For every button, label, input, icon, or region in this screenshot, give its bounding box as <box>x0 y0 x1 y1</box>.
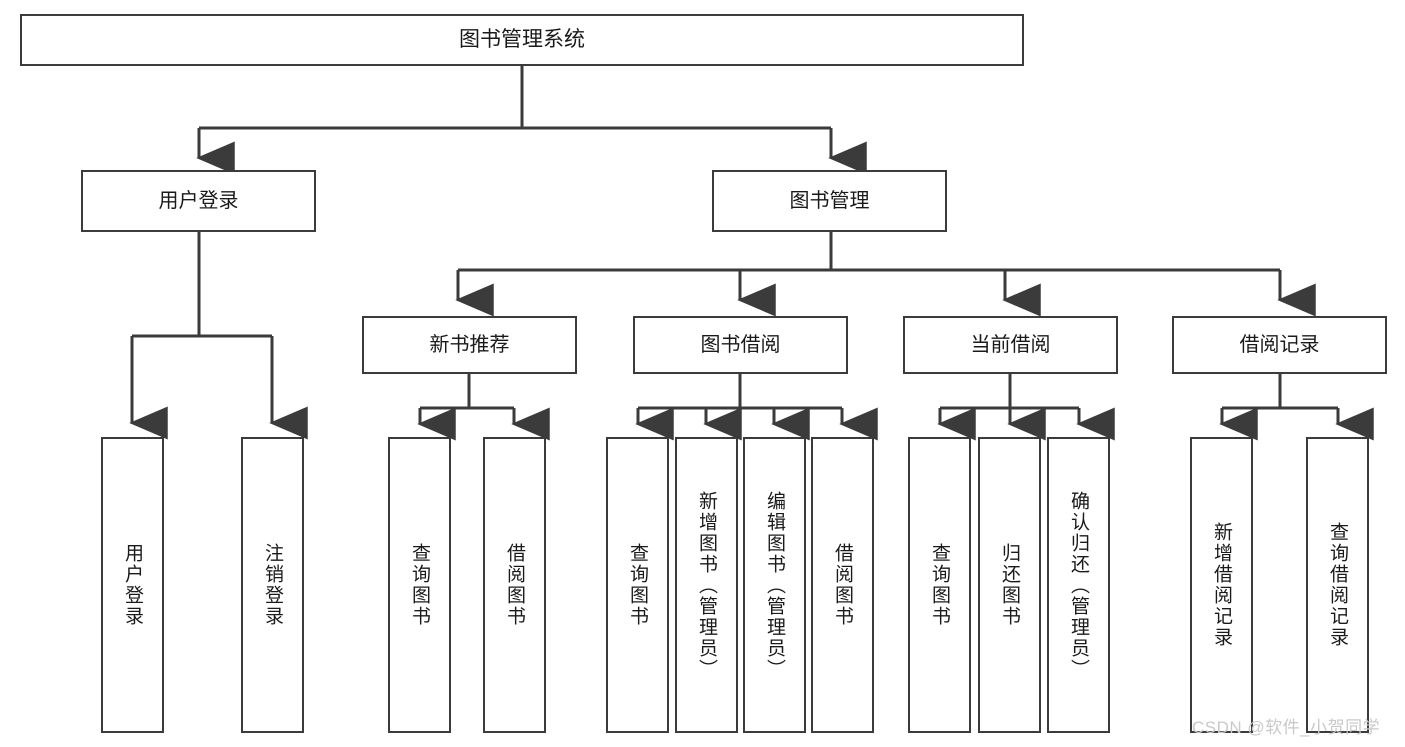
node-leaf-return-book-label: 归还图书 <box>999 543 1020 627</box>
node-leaf-borrow-book-1-label: 借阅图书 <box>504 543 525 627</box>
node-leaf-query-book-1-label: 查询图书 <box>409 543 430 627</box>
node-leaf-query-book-1[interactable]: 查询图书 <box>388 437 451 733</box>
node-borrow-record-label: 借阅记录 <box>1239 333 1320 356</box>
node-user-login-label: 用户登录 <box>158 189 239 212</box>
node-book-borrow-label: 图书借阅 <box>700 333 781 356</box>
node-current-borrow[interactable]: 当前借阅 <box>903 316 1118 374</box>
node-new-book-recommend[interactable]: 新书推荐 <box>362 316 577 374</box>
node-leaf-query-book-2[interactable]: 查询图书 <box>606 437 669 733</box>
node-leaf-confirm-return-label: 确认归还（管理员） <box>1068 490 1089 680</box>
node-leaf-add-record-label: 新增借阅记录 <box>1211 522 1232 648</box>
node-leaf-query-record[interactable]: 查询借阅记录 <box>1306 437 1369 733</box>
node-leaf-query-book-3[interactable]: 查询图书 <box>908 437 971 733</box>
node-user-login[interactable]: 用户登录 <box>81 170 316 232</box>
node-leaf-user-login-label: 用户登录 <box>122 543 143 627</box>
node-root[interactable]: 图书管理系统 <box>20 14 1024 66</box>
node-leaf-query-book-3-label: 查询图书 <box>929 543 950 627</box>
node-leaf-borrow-book-2-label: 借阅图书 <box>832 543 853 627</box>
node-leaf-borrow-book-1[interactable]: 借阅图书 <box>483 437 546 733</box>
node-leaf-add-book[interactable]: 新增图书（管理员） <box>675 437 738 733</box>
node-leaf-edit-book[interactable]: 编辑图书（管理员） <box>743 437 806 733</box>
node-new-book-recommend-label: 新书推荐 <box>429 333 510 356</box>
node-leaf-query-book-2-label: 查询图书 <box>627 543 648 627</box>
node-leaf-query-record-label: 查询借阅记录 <box>1327 522 1348 648</box>
node-book-management[interactable]: 图书管理 <box>712 170 947 232</box>
node-leaf-return-book[interactable]: 归还图书 <box>978 437 1041 733</box>
node-leaf-add-record[interactable]: 新增借阅记录 <box>1190 437 1253 733</box>
node-leaf-logout-login-label: 注销登录 <box>262 543 283 627</box>
node-book-borrow[interactable]: 图书借阅 <box>633 316 848 374</box>
watermark: CSDN @软件_小贺同学 <box>1192 718 1381 737</box>
node-leaf-edit-book-label: 编辑图书（管理员） <box>764 490 785 680</box>
node-leaf-confirm-return[interactable]: 确认归还（管理员） <box>1047 437 1110 733</box>
node-book-management-label: 图书管理 <box>789 189 870 212</box>
node-leaf-user-login[interactable]: 用户登录 <box>101 437 164 733</box>
node-current-borrow-label: 当前借阅 <box>970 333 1051 356</box>
node-leaf-add-book-label: 新增图书（管理员） <box>696 490 717 680</box>
node-leaf-borrow-book-2[interactable]: 借阅图书 <box>811 437 874 733</box>
node-root-label: 图书管理系统 <box>459 28 585 52</box>
node-leaf-logout-login[interactable]: 注销登录 <box>241 437 304 733</box>
node-borrow-record[interactable]: 借阅记录 <box>1172 316 1387 374</box>
